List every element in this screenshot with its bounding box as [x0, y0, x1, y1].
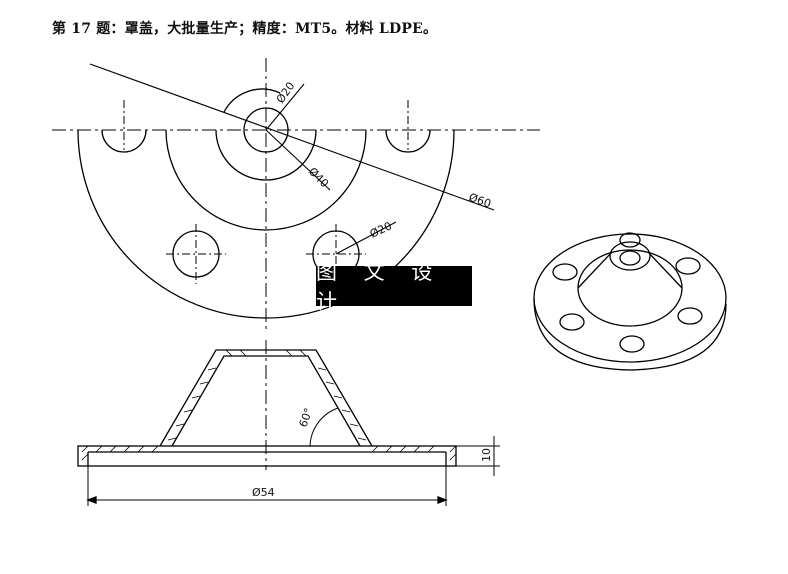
section-view — [77, 340, 500, 506]
dim-d40: Ø40 — [306, 165, 331, 190]
top-hole — [243, 107, 289, 153]
iso-cone-left — [577, 251, 613, 289]
problem-title: 第 17 题：罩盖，大批量生产；精度：MT5。材料 LDPE。 — [52, 21, 438, 37]
cone-base-arc — [165, 129, 367, 231]
dim-thickness: 10 — [480, 448, 493, 462]
dim-angle: 60° — [297, 406, 316, 429]
iso-top-ring — [609, 241, 651, 271]
d40-leader — [265, 129, 331, 191]
iso-flange-top — [533, 233, 727, 363]
d20-hole-leader — [335, 221, 397, 255]
iso-cone-base — [577, 249, 683, 327]
iso-view — [533, 232, 727, 371]
d20-leader — [265, 83, 305, 131]
iso-boss — [619, 232, 641, 248]
flange-base — [77, 445, 457, 467]
cone-top-arc — [215, 129, 317, 181]
bolt-hole-left-bottom — [172, 230, 220, 278]
top-hole-arc — [223, 88, 281, 113]
dim-d54: Ø54 — [252, 486, 275, 499]
bolt-hole-left-top — [101, 129, 147, 153]
dim-d20-hole: Ø20 — [368, 219, 394, 240]
d60-leader — [89, 63, 495, 211]
dim-d60: Ø60 — [467, 191, 493, 211]
angle-arc — [309, 407, 339, 447]
iso-cone-right — [647, 251, 683, 289]
watermark-label: 图 文 设 计 — [316, 260, 472, 314]
dim-d20-top: Ø20 — [274, 80, 298, 106]
iso-top-hole — [619, 250, 641, 266]
iso-flange-edge — [533, 297, 727, 371]
bolt-hole-right-top — [385, 129, 431, 153]
cone-inner — [171, 355, 361, 447]
cone-outer — [159, 349, 373, 447]
outer-flange-arc — [77, 129, 455, 319]
